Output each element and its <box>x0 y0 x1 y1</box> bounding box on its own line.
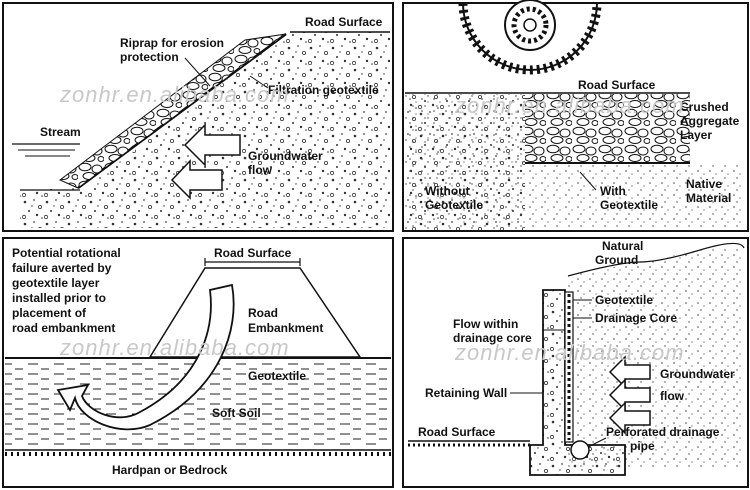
rotational-failure-arrow <box>56 283 235 431</box>
riprap-stones <box>59 33 287 189</box>
label-filtration-geotextile: Filtration geotextile <box>268 83 379 97</box>
label-flow-within-1: Flow within <box>453 317 518 331</box>
panel-aggregate-separation: Road Surface Crushed Aggregate Layer Wit… <box>402 0 749 232</box>
watermark-tr: zonhr.en.alibaba.com <box>454 93 685 118</box>
label-with-2: Geotextile <box>600 198 658 212</box>
label-road-surface-bl: Road Surface <box>214 246 292 260</box>
panel-embankment-stabilization: Potential rotational failure averted by … <box>2 237 394 488</box>
panel-retaining-wall-drainage: Natural Ground Geotextile Drainage Core … <box>402 237 749 488</box>
label-potential-1: Potential rotational <box>12 246 121 260</box>
stream-water <box>12 143 80 157</box>
watermark-bl: zonhr.en.alibaba.com <box>59 335 290 360</box>
groundwater-arrows-br <box>608 355 651 435</box>
watermark-tl: zonhr.en.alibaba.com <box>59 82 290 107</box>
label-groundwater-tl-2: flow <box>248 163 273 177</box>
label-groundwater-tl-1: Groundwater <box>248 149 323 163</box>
label-groundwater-br-1: Groundwater <box>660 367 735 381</box>
label-potential-4: installed prior to <box>12 291 106 305</box>
groundwater-arrows <box>170 123 241 200</box>
label-native-1: Native <box>686 177 722 191</box>
label-perforated-2: pipe <box>630 439 655 453</box>
label-crushed-3: Layer <box>680 128 712 142</box>
watermark-br: zonhr.en.alibaba.com <box>454 340 685 365</box>
label-potential-6: road embankment <box>12 321 115 335</box>
label-flow-within-2: drainage core <box>453 331 532 345</box>
label-road-1: Road <box>248 306 278 320</box>
label-stream: Stream <box>40 125 81 139</box>
label-native-2: Material <box>686 191 731 205</box>
label-drainage-core: Drainage Core <box>595 311 677 325</box>
label-embankment: Embankment <box>248 321 323 335</box>
label-without-1: Without <box>425 184 470 198</box>
label-natural-1: Natural <box>602 239 643 253</box>
label-perforated-1: Perforated drainage <box>606 425 720 439</box>
label-retaining-wall: Retaining Wall <box>425 386 507 400</box>
natural-ground-line <box>567 242 745 277</box>
tire-icon <box>458 0 602 75</box>
label-riprap-2: protection <box>120 50 179 64</box>
label-natural-2: Ground <box>595 253 638 267</box>
perforated-pipe-icon <box>570 440 590 460</box>
label-potential-2: failure averted by <box>12 261 112 275</box>
label-crushed-2: Aggregate <box>680 114 740 128</box>
label-without-2: Geotextile <box>425 198 483 212</box>
label-road-surface-tr: Road Surface <box>578 78 656 92</box>
label-road-surface-tl: Road Surface <box>305 15 383 29</box>
label-groundwater-br-2: flow <box>660 389 685 403</box>
label-road-surface-br: Road Surface <box>418 425 496 439</box>
label-with-1: With <box>600 184 626 198</box>
label-geotextile-br: Geotextile <box>595 293 653 307</box>
label-hardpan: Hardpan or Bedrock <box>112 463 228 477</box>
label-potential-5: placement of <box>12 306 87 320</box>
label-geotextile-bl: Geotextile <box>248 369 306 383</box>
crushed-aggregate-layer <box>525 94 690 162</box>
label-soft-soil: Soft Soil <box>212 406 261 420</box>
label-potential-3: geotextile layer <box>12 276 100 290</box>
label-riprap-1: Riprap for erosion <box>120 36 224 50</box>
panel-slope-erosion: Road Surface Riprap for erosion protecti… <box>2 2 394 232</box>
road-surface-bracket <box>204 258 301 266</box>
label-crushed-1: Crushed <box>680 100 729 114</box>
